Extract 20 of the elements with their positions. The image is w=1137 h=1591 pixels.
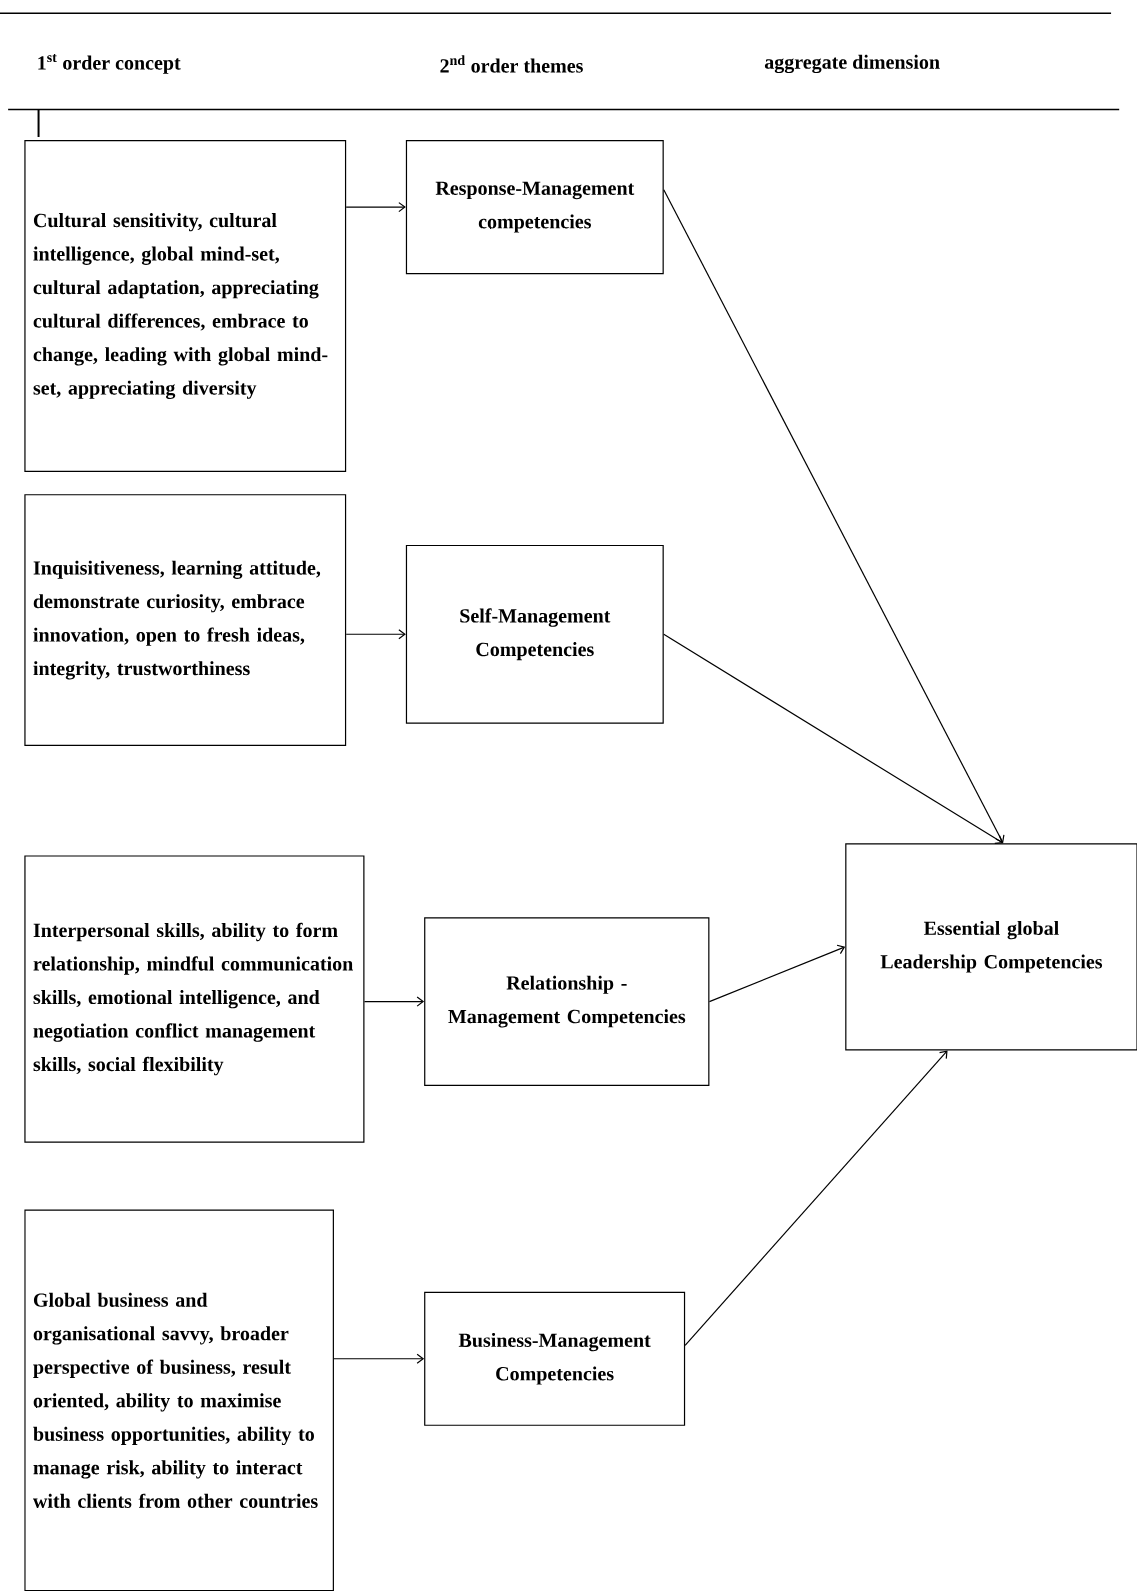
theme-box: Response-Management competencies [405, 140, 664, 275]
concept-box: Cultural sensitivity, cultural intelligence, global mind-set, cultural adaptation, appreciating cultural differences, embrace to change, leading with global mind-set, appreciating diversity [24, 140, 346, 473]
theme-box: Business-Management Competencies [423, 1291, 685, 1426]
arrow [363, 996, 424, 1007]
arrow [333, 1353, 424, 1364]
arrow [662, 189, 1005, 844]
theme-box: Self-Management Competencies [405, 544, 664, 724]
concept-box: Interpersonal skills, ability to form relationship, mindful communication skills, emotional intelligence, and negotiation conflict management skills, social flexibility [24, 855, 365, 1143]
arrow [345, 629, 406, 640]
dimension-box: Essential global Leadership Competencies [845, 843, 1137, 1051]
arrow [684, 1050, 948, 1346]
column-heading: 2$^{nd}$ order themes [440, 55, 583, 73]
concept-box: Global business and organisational savvy, broader perspective of business, result oriented, ability to maximise business opportunities, ability to manage risk, ability to interact with clients from other countries [24, 1209, 334, 1591]
arrow [345, 202, 406, 213]
column-heading: 1$^{st}$ order concept [38, 54, 181, 74]
column-heading: aggregate dimension [764, 54, 940, 74]
theme-box: Relationship - Management Competencies [423, 917, 710, 1086]
arrow [708, 944, 845, 1003]
concept-box: Inquisitiveness, learning attitude, demonstrate curiosity, embrace innovation, open to fresh ideas, integrity, trustworthiness [24, 494, 346, 746]
arrow [662, 633, 1003, 844]
